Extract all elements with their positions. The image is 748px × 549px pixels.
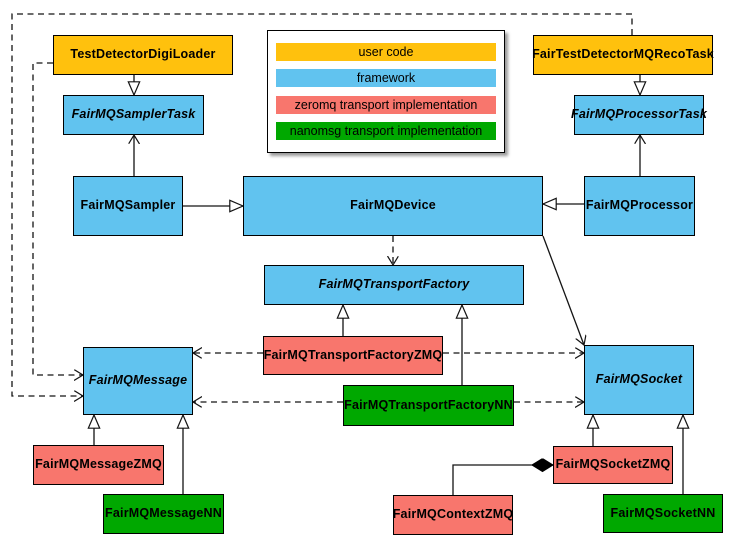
legend-item-nanomsg: nanomsg transport implementation bbox=[276, 122, 496, 141]
node-fairmqcontextzmq: FairMQContextZMQ bbox=[393, 495, 513, 535]
node-fairmqprocessor: FairMQProcessor bbox=[584, 176, 695, 236]
node-fairmqprocessortask: FairMQProcessorTask bbox=[571, 95, 707, 135]
edge-device-socket bbox=[542, 235, 584, 345]
legend-item-zeromq: zeromq transport implementation bbox=[276, 95, 496, 114]
node-fairmqmessage: FairMQMessage bbox=[83, 347, 193, 415]
legend-label: user code bbox=[358, 44, 414, 59]
legend: user code framework zeromq transport imp… bbox=[267, 30, 505, 153]
node-fairmqsampler: FairMQSampler bbox=[73, 176, 183, 236]
node-fairmqtransportfactory: FairMQTransportFactory bbox=[264, 265, 524, 305]
node-testdetectordigiloader: TestDetectorDigiLoader bbox=[53, 35, 233, 75]
node-fairmqdevice: FairMQDevice bbox=[243, 176, 543, 236]
node-fairmqmessagezmq: FairMQMessageZMQ bbox=[33, 445, 164, 485]
node-fairmqsocketnn: FairMQSocketNN bbox=[603, 494, 723, 533]
edge-contextzmq-socketzmq bbox=[452, 465, 553, 495]
legend-label: nanomsg transport implementation bbox=[289, 124, 483, 139]
node-fairtestdetectormqrecotask: FairTestDetectorMQRecoTask bbox=[532, 35, 714, 75]
node-fairmqtransportfactoryzmq: FairMQTransportFactoryZMQ bbox=[263, 336, 443, 375]
legend-item-framework: framework bbox=[276, 69, 496, 88]
legend-label: framework bbox=[356, 71, 416, 86]
node-fairmqmessagenn: FairMQMessageNN bbox=[103, 494, 224, 534]
node-fairmqsocket: FairMQSocket bbox=[584, 345, 694, 415]
legend-item-user-code: user code bbox=[276, 42, 496, 61]
node-fairmqtransportfactorynn: FairMQTransportFactoryNN bbox=[343, 385, 514, 426]
node-fairmqsamplertask: FairMQSamplerTask bbox=[63, 95, 204, 135]
legend-label: zeromq transport implementation bbox=[294, 97, 478, 112]
node-fairmqsocketzmq: FairMQSocketZMQ bbox=[553, 446, 673, 484]
